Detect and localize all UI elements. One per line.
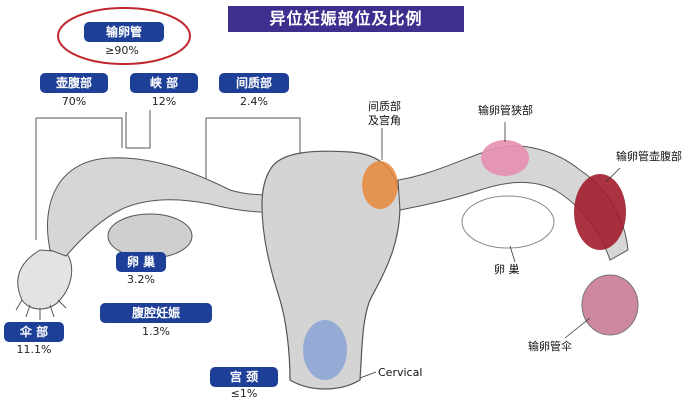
abdominal-pill: 腹腔妊娠	[100, 303, 212, 323]
isthmus-pill: 峡 部	[130, 73, 198, 93]
fallopian-tube-value: ≥90%	[105, 44, 139, 57]
fallopian-tube-pill: 输卵管	[84, 22, 164, 42]
cervix-pill: 宫 颈	[210, 367, 278, 387]
fimbriae-value: 11.1%	[16, 343, 52, 356]
isthmus-label: 输卵管狭部	[478, 104, 533, 117]
uterus-body	[261, 150, 401, 390]
interstitial-cornual-line2: 及宫角	[368, 114, 401, 127]
cervix-value: ≤1%	[230, 387, 258, 400]
isthmus-value: 12%	[151, 95, 177, 108]
ovary-pill: 卵 巢	[116, 252, 166, 272]
interstitial-cornual-line1: 间质部	[368, 100, 401, 113]
right-fimbriae	[581, 274, 639, 336]
ampulla-region	[574, 174, 626, 250]
highlight-ring	[57, 7, 191, 65]
ampulla-value: 70%	[61, 95, 87, 108]
ampulla-label: 输卵管壶腹部	[616, 150, 682, 163]
interstitial-region	[362, 161, 398, 209]
fimbriae-label: 输卵管伞	[528, 340, 572, 353]
ampulla-pill: 壶腹部	[40, 73, 108, 93]
fimbriae-pill: 伞 部	[4, 322, 64, 342]
abdominal-value: 1.3%	[142, 325, 170, 338]
isthmus-region	[481, 140, 529, 176]
left-fimbriae	[15, 249, 73, 320]
interstitial-cornual-label: 间质部 及宫角	[368, 100, 408, 128]
bracket-lines	[35, 110, 301, 240]
right-ovary	[461, 195, 555, 249]
ovary-value: 3.2%	[127, 273, 155, 286]
cervical-region	[303, 320, 347, 380]
interstitial-value: 2.4%	[240, 95, 268, 108]
cervical-label: Cervical	[378, 366, 423, 379]
interstitial-pill: 间质部	[219, 73, 289, 93]
diagram-title: 异位妊娠部位及比例	[228, 6, 464, 32]
pointer-lines	[359, 122, 621, 379]
ovary-label: 卵 巢	[494, 263, 520, 276]
